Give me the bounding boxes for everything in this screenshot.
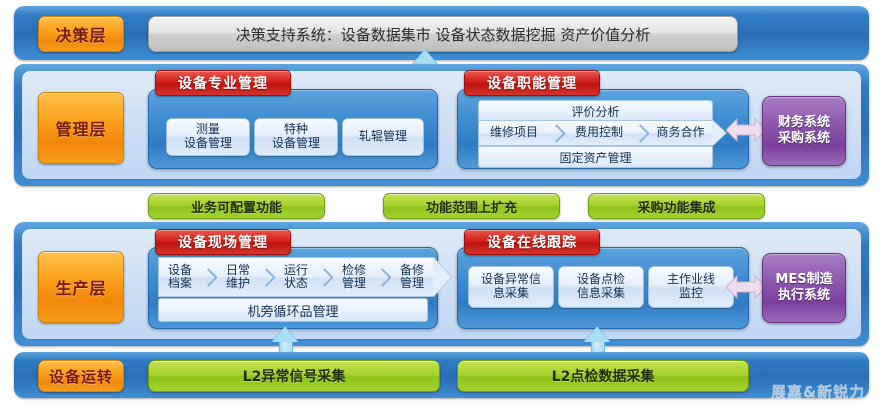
chevron-separator-icon — [317, 257, 333, 297]
bar-evaluation-analysis[interactable]: 评价分析 — [478, 100, 713, 122]
tile-measurement-equipment-management[interactable]: 测量 设备管理 — [166, 118, 250, 156]
module-title-equipment-professional-management: 设备专业管理 — [155, 70, 291, 96]
green-bar-l2-inspection-data-collection[interactable]: L2点检数据采集 — [457, 360, 749, 392]
chevron-strip-site: 设备 档案 日常 维护 运行 状态 检修 管理 备修 管理 — [158, 257, 451, 297]
chevron-overhaul-management[interactable]: 检修 管理 — [333, 257, 375, 297]
decision-support-bar[interactable]: 决策支持系统：设备数据集市 设备状态数据挖掘 资产价值分析 — [148, 16, 738, 52]
chevron-strip-function: 维修项目 费用控制 商务合作 — [478, 120, 726, 146]
tile-equipment-abnormal-info-collection[interactable]: 设备异常信 息采集 — [468, 266, 554, 308]
chevron-running-status[interactable]: 运行 状态 — [275, 257, 317, 297]
tile-roll-management[interactable]: 轧辊管理 — [342, 118, 424, 156]
green-bar-l2-abnormal-signal-collection[interactable]: L2异常信号采集 — [148, 360, 440, 392]
layer-badge-production[interactable]: 生产层 — [38, 251, 124, 323]
bar-machine-side-circulation-management[interactable]: 机旁循环品管理 — [158, 298, 428, 322]
module-title-equipment-function-management: 设备职能管理 — [464, 70, 600, 96]
chevron-daily-maintenance[interactable]: 日常 维护 — [217, 257, 259, 297]
tile-special-equipment-management[interactable]: 特种 设备管理 — [254, 118, 338, 156]
chevron-separator-icon — [549, 120, 565, 146]
chevron-cost-control[interactable]: 费用控制 — [565, 120, 633, 146]
green-bar-configurable-business-function[interactable]: 业务可配置功能 — [148, 193, 325, 219]
layer-badge-management[interactable]: 管理层 — [38, 92, 124, 164]
arrow-bidirectional-finance-icon — [726, 115, 766, 145]
arrow-bidirectional-mes-icon — [726, 272, 766, 302]
module-title-equipment-online-tracking: 设备在线跟踪 — [464, 229, 600, 255]
layer-badge-equipment-operation[interactable]: 设备运转 — [38, 360, 124, 392]
bar-fixed-asset-management[interactable]: 固定资产管理 — [478, 146, 713, 168]
layer-badge-decision[interactable]: 决策层 — [38, 16, 124, 52]
chevron-separator-icon — [375, 257, 391, 297]
chevron-separator-icon — [259, 257, 275, 297]
chevron-business-cooperation[interactable]: 商务合作 — [649, 120, 712, 146]
external-system-finance-procurement[interactable]: 财务系统 采购系统 — [762, 96, 846, 166]
chevron-separator-icon — [633, 120, 649, 146]
chevron-maintenance-project[interactable]: 维修项目 — [478, 120, 549, 146]
external-system-mes[interactable]: MES制造 执行系统 — [762, 253, 846, 323]
chevron-equipment-archive[interactable]: 设备 档案 — [158, 257, 201, 297]
chevron-spare-repair-management[interactable]: 备修 管理 — [391, 257, 433, 297]
module-title-equipment-site-management: 设备现场管理 — [155, 229, 291, 255]
green-bar-procurement-function-integration[interactable]: 采购功能集成 — [588, 193, 765, 219]
chevron-separator-icon — [201, 257, 217, 297]
tile-equipment-inspection-info-collection[interactable]: 设备点检 信息采集 — [558, 266, 644, 308]
chevron-arrow-head-icon — [712, 120, 726, 146]
chevron-arrow-head-icon — [433, 257, 451, 297]
tile-main-line-monitoring[interactable]: 主作业线 监控 — [648, 266, 734, 308]
green-bar-function-scope-expansion[interactable]: 功能范围上扩充 — [383, 193, 560, 219]
watermark-label: 展嘉&新锐力 — [771, 383, 866, 401]
